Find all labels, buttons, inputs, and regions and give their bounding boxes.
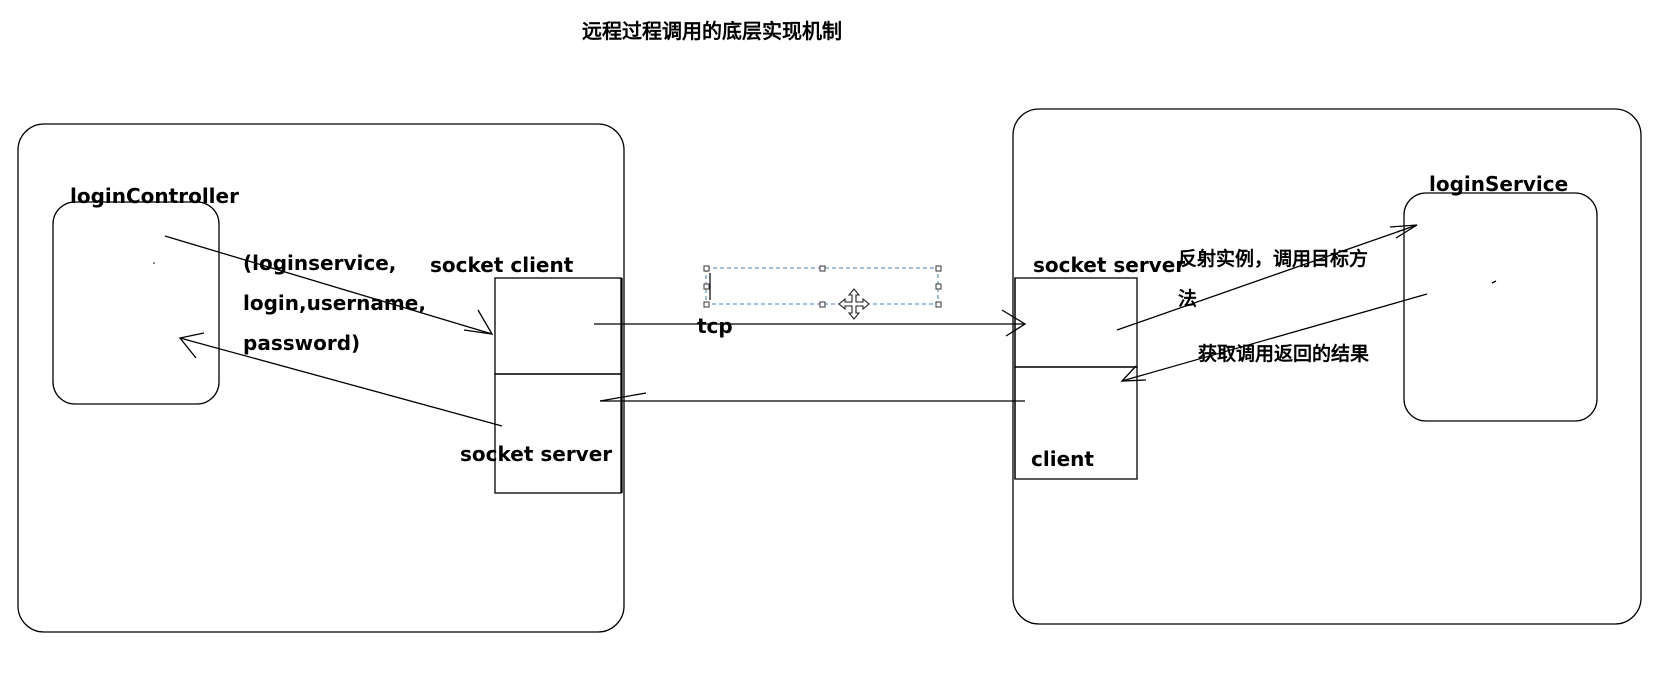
handle-top-left[interactable] [703, 265, 710, 272]
return-arrow-head [178, 332, 205, 359]
params-line-1: (loginservice, [243, 251, 396, 275]
left-socket-server-label: socket server [460, 442, 612, 466]
right-container [1012, 108, 1642, 625]
service-mark [1491, 280, 1497, 284]
handle-bottom-mid[interactable] [819, 301, 826, 308]
controller-dot [153, 262, 155, 264]
handle-top-right[interactable] [935, 265, 942, 272]
call-arrow-head [463, 309, 494, 335]
login-service-box [1403, 192, 1598, 422]
call-arrow-line [164, 235, 493, 335]
left-container [17, 123, 625, 633]
move-icon[interactable] [838, 288, 870, 320]
handle-mid-left[interactable] [703, 283, 710, 290]
tcp-label: tcp [697, 314, 733, 338]
selection-rect[interactable] [705, 267, 939, 305]
left-socket-client-label: socket client [430, 253, 574, 277]
reflect-arrow-line [1116, 224, 1418, 331]
tcp-request-arrow-head [1001, 309, 1027, 337]
login-controller-box [52, 201, 220, 405]
handle-bottom-right[interactable] [935, 301, 942, 308]
handle-bottom-left[interactable] [703, 301, 710, 308]
result-arrow-head [1120, 365, 1147, 382]
right-socket-server-label: socket server [1033, 253, 1185, 277]
params-line-2: login,username, [243, 291, 426, 315]
login-controller-label: loginController [70, 184, 239, 208]
reflect-arrow-head [1389, 224, 1418, 239]
result-label: 获取调用返回的结果 [1198, 342, 1369, 365]
reflect-line-2: 法 [1178, 287, 1197, 310]
reflect-line-1: 反射实例，调用目标方 [1178, 247, 1368, 270]
params-line-3: password) [243, 331, 360, 355]
left-socket-server-box [494, 373, 622, 494]
right-client-label: client [1031, 447, 1094, 471]
selected-text-box[interactable] [703, 265, 942, 320]
result-arrow-line [1121, 293, 1428, 382]
handle-mid-right[interactable] [935, 283, 942, 290]
return-arrow-line [179, 337, 503, 427]
right-socket-server-box [1014, 277, 1138, 368]
login-service-label: loginService [1429, 172, 1568, 196]
handle-top-mid[interactable] [819, 265, 826, 272]
tcp-response-arrow-head [599, 392, 647, 402]
left-socket-client-box [494, 277, 622, 375]
diagram-title: 远程过程调用的底层实现机制 [582, 19, 842, 43]
